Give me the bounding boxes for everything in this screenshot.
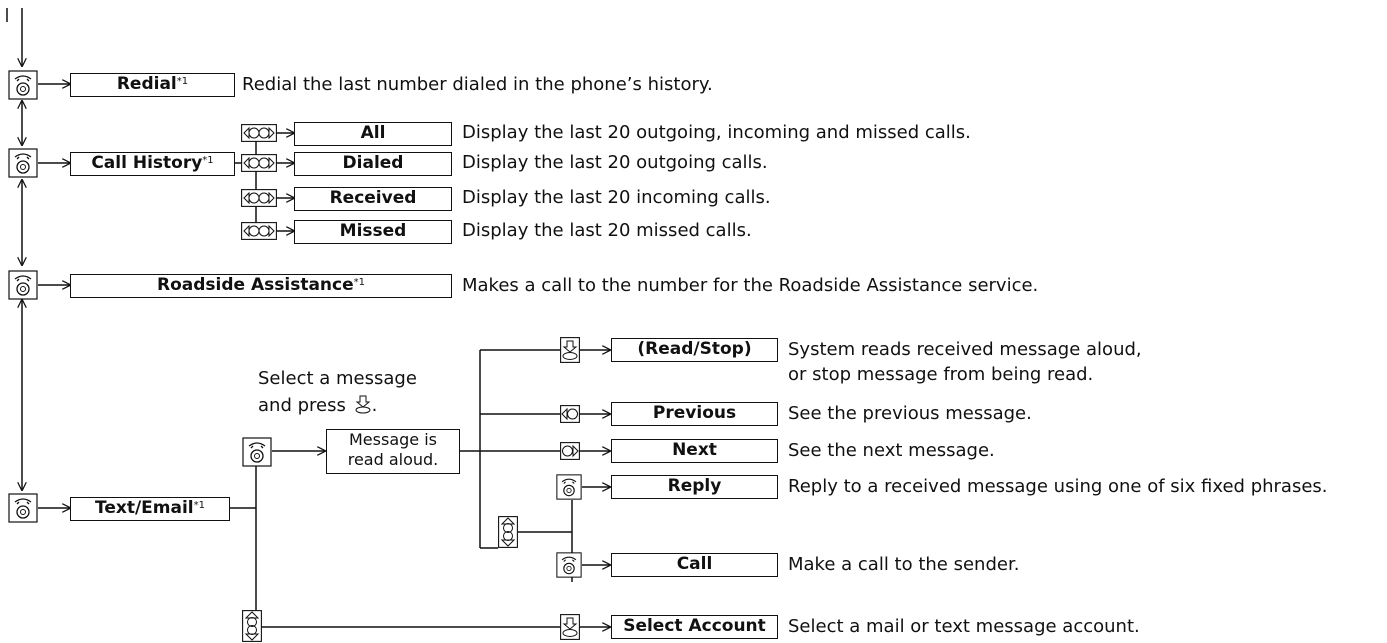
interface-dial-left-right-icon: [241, 154, 277, 172]
received-label: Received: [329, 188, 417, 208]
select-account-description: Select a mail or text message account.: [788, 616, 1140, 637]
dialed-label: Dialed: [342, 153, 404, 173]
interface-dial-left-icon: [560, 405, 580, 423]
pickup-phone-icon: [8, 493, 38, 523]
pickup-phone-icon: [556, 474, 582, 500]
select-message-caption: Select a message and press .: [258, 365, 417, 419]
roadside-assistance-footnote: *1: [353, 277, 365, 288]
interface-dial-up-down-icon: [242, 610, 262, 642]
call-history-footnote: *1: [202, 155, 214, 166]
pickup-phone-icon: [8, 270, 38, 300]
received-box[interactable]: Received: [294, 187, 452, 211]
interface-dial-push-icon: [355, 395, 371, 414]
call-history-box[interactable]: Call History*1: [70, 152, 235, 176]
reply-description: Reply to a received message using one of…: [788, 476, 1328, 497]
pickup-phone-icon: [556, 552, 582, 578]
message-read-aloud-box: Message is read aloud.: [326, 429, 460, 474]
reply-label: Reply: [667, 476, 722, 496]
dialed-description: Display the last 20 outgoing calls.: [462, 152, 768, 173]
interface-dial-up-down-icon: [498, 516, 518, 548]
pickup-phone-icon: [8, 148, 38, 178]
redial-label: Redial: [116, 74, 177, 94]
interface-dial-push-icon: [560, 337, 580, 363]
missed-box[interactable]: Missed: [294, 220, 452, 244]
select-account-box[interactable]: Select Account: [611, 615, 778, 639]
pickup-phone-icon: [8, 70, 38, 100]
next-box[interactable]: Next: [611, 439, 778, 463]
message-box-line2: read aloud.: [347, 450, 439, 469]
missed-label: Missed: [339, 221, 407, 241]
previous-label: Previous: [652, 403, 737, 423]
redial-footnote: *1: [176, 76, 189, 87]
roadside-assistance-box[interactable]: Roadside Assistance*1: [70, 274, 452, 298]
all-description: Display the last 20 outgoing, incoming a…: [462, 122, 971, 143]
reply-box[interactable]: Reply: [611, 475, 778, 499]
text-email-box[interactable]: Text/Email*1: [70, 497, 230, 521]
interface-dial-left-right-icon: [241, 124, 277, 142]
read-stop-description: System reads received message aloud, or …: [788, 339, 1142, 385]
read-stop-box[interactable]: (Read/Stop): [611, 338, 778, 362]
received-description: Display the last 20 incoming calls.: [462, 187, 771, 208]
interface-dial-push-icon: [560, 614, 580, 640]
text-email-footnote: *1: [193, 500, 205, 511]
next-label: Next: [672, 440, 717, 460]
call-history-label: Call History: [91, 153, 203, 173]
pickup-phone-icon: [242, 437, 272, 467]
roadside-assistance-label: Roadside Assistance: [157, 275, 354, 295]
all-label: All: [360, 123, 386, 143]
redial-box[interactable]: Redial*1: [70, 73, 235, 97]
read-stop-label: (Read/Stop): [637, 339, 752, 359]
interface-dial-right-icon: [560, 442, 580, 460]
select-message-line2: and press: [258, 395, 346, 416]
previous-description: See the previous message.: [788, 403, 1032, 424]
previous-box[interactable]: Previous: [611, 402, 778, 426]
all-box[interactable]: All: [294, 122, 452, 146]
dialed-box[interactable]: Dialed: [294, 152, 452, 176]
interface-dial-left-right-icon: [241, 189, 277, 207]
missed-description: Display the last 20 missed calls.: [462, 220, 752, 241]
call-box[interactable]: Call: [611, 553, 778, 577]
call-description: Make a call to the sender.: [788, 554, 1020, 575]
next-description: See the next message.: [788, 440, 995, 461]
message-box-line1: Message is: [349, 430, 437, 449]
interface-dial-left-right-icon: [241, 222, 277, 240]
text-email-label: Text/Email: [95, 498, 194, 518]
select-account-label: Select Account: [623, 616, 766, 636]
call-label: Call: [676, 554, 713, 574]
roadside-assistance-description: Makes a call to the number for the Roads…: [462, 275, 1039, 296]
redial-description: Redial the last number dialed in the pho…: [242, 74, 713, 95]
select-message-line1: Select a message: [258, 368, 417, 389]
